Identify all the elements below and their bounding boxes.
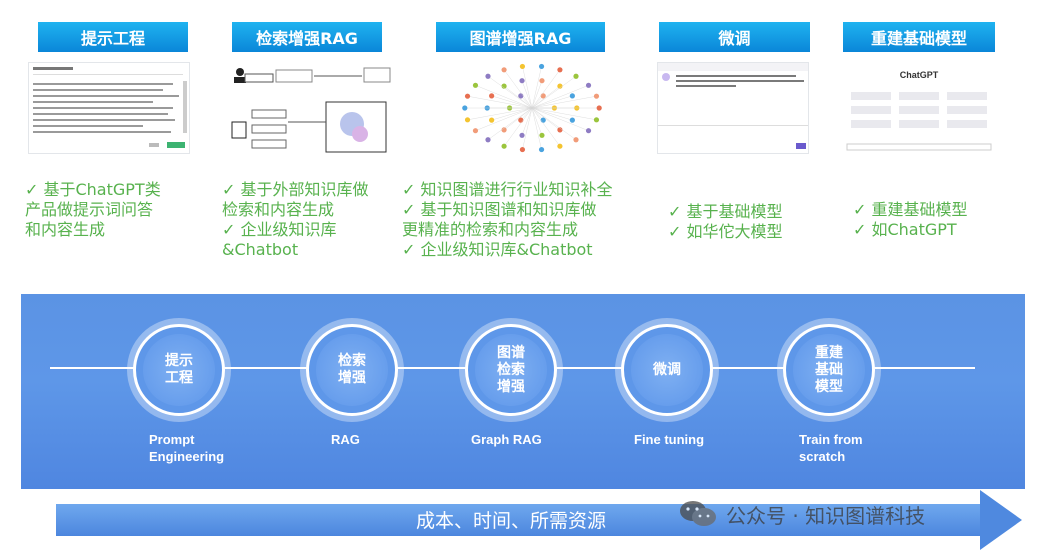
bullet-line: ✓ 基于ChatGPT类 [25,180,161,199]
bullet-line: ✓ 企业级知识库&Chatbot [402,240,593,259]
bullet-line: 产品做提示词问答 [25,200,154,219]
stage-label-graph-rag: Graph RAG [471,432,542,447]
chatgpt-title: ChatGPT [899,70,939,80]
thumb-finetune-chat [657,62,809,154]
arrow-text: 成本、时间、所需资源 [416,510,607,532]
stage-graph-rag: 图谱 检索 增强 [465,324,557,416]
stage-circle-text: 检索 增强 [316,334,388,406]
stage-circle-text: 重建 基础 模型 [793,334,865,406]
header-fine-tuning: 微调 [659,22,810,52]
bullet-line: ✓ 基于基础模型 [668,202,783,221]
cost-arrow: 成本、时间、所需资源 [56,488,1022,550]
bullets-train-from-scratch: ✓ 重建基础模型 ✓ 如ChatGPT [853,200,1003,240]
thumb-rag-flow [222,62,394,154]
bullet-line: ✓ 重建基础模型 [853,200,968,219]
header-rag: 检索增强RAG [232,22,382,52]
bullets-fine-tuning: ✓ 基于基础模型 ✓ 如华佗大模型 [668,202,818,242]
stage-prompt-engineering: 提示 工程 [133,324,225,416]
bullet-line: ✓ 基于外部知识库做 [222,180,369,199]
stage-rag: 检索 增强 [306,324,398,416]
header-prompt-engineering: 提示工程 [38,22,188,52]
bullet-line: 更精准的检索和内容生成 [402,220,579,239]
thumb-chatgpt: ChatGPT [845,62,993,154]
wechat-icon [680,501,716,526]
thumb-knowledge-graph [452,62,612,154]
bullet-line: &Chatbot [222,240,299,259]
watermark: 公众号 · 知识图谱科技 [678,498,925,530]
bullet-line: ✓ 如ChatGPT [853,220,957,239]
stage-circle-text: 微调 [631,334,703,406]
header-graph-rag: 图谱增强RAG [436,22,605,52]
stage-circle-text: 提示 工程 [143,334,215,406]
stages-band: 提示 工程 检索 增强 图谱 检索 增强 微调 重建 基础 模型 Prompt … [21,294,1025,489]
arrow-head [980,490,1022,550]
bullets-prompt-engineering: ✓ 基于ChatGPT类 产品做提示词问答 和内容生成 [25,180,215,240]
stage-fine-tuning: 微调 [621,324,713,416]
stage-train-from-scratch: 重建 基础 模型 [783,324,875,416]
bullet-line: 检索和内容生成 [222,200,335,219]
bullets-graph-rag: ✓ 知识图谱进行行业知识补全 ✓ 基于知识图谱和知识库做 更精准的检索和内容生成… [402,180,642,260]
bullet-line: ✓ 企业级知识库 [222,220,337,239]
bullet-line: ✓ 基于知识图谱和知识库做 [402,200,597,219]
stage-circle-text: 图谱 检索 增强 [475,334,547,406]
thumb-prompt-screenshot [28,62,190,154]
bullets-rag: ✓ 基于外部知识库做 检索和内容生成 ✓ 企业级知识库 &Chatbot [222,180,402,260]
stage-label-train-from-scratch: Train from scratch [799,432,863,464]
stage-label-fine-tuning: Fine tuning [634,432,705,447]
bullet-line: ✓ 知识图谱进行行业知识补全 [402,180,613,199]
header-train-from-scratch: 重建基础模型 [843,22,995,52]
arrow-body [56,504,986,536]
stage-label-rag: RAG [331,432,360,447]
bullet-line: ✓ 如华佗大模型 [668,222,783,241]
bullet-line: 和内容生成 [25,220,106,239]
stage-label-prompt-engineering: Prompt Engineering [149,432,225,464]
watermark-text: 公众号 · 知识图谱科技 [726,503,926,528]
